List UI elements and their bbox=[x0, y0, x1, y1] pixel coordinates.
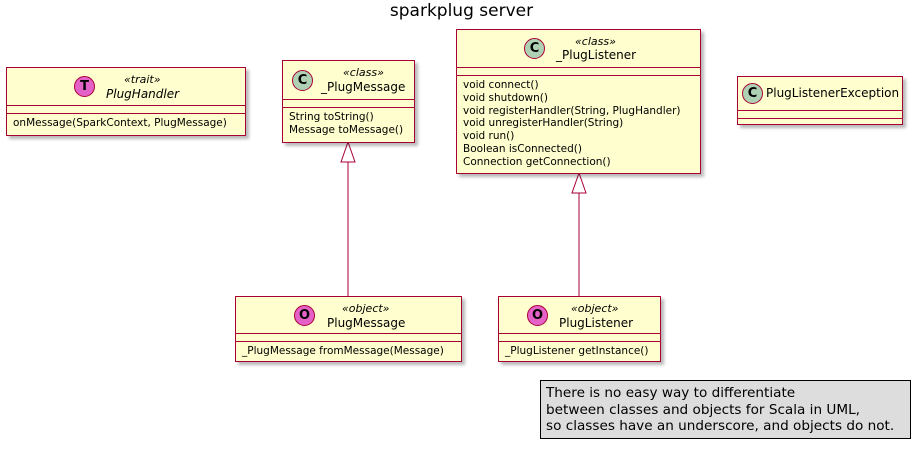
class-icon: C bbox=[292, 70, 313, 91]
methods-compartment: _PlugMessage fromMessage(Message) bbox=[236, 341, 461, 361]
fields-compartment bbox=[738, 110, 902, 118]
fields-compartment bbox=[7, 105, 245, 113]
trait-icon: T bbox=[74, 76, 95, 97]
fields-compartment bbox=[457, 67, 700, 75]
method: Boolean isConnected() bbox=[463, 142, 582, 155]
method: void run() bbox=[463, 130, 515, 143]
note-line: between classes and objects for Scala in… bbox=[546, 401, 860, 418]
method: void connect() bbox=[463, 79, 539, 91]
diagram-note: There is no easy way to differentiate be… bbox=[540, 380, 911, 439]
object-plugmessage[interactable]: O «object» PlugMessage _PlugMessage from… bbox=[235, 296, 462, 362]
class-icon: C bbox=[742, 83, 763, 104]
class-stereotype: «class» bbox=[343, 66, 384, 79]
method: Connection getConnection() bbox=[463, 155, 611, 168]
class-icon: C bbox=[524, 38, 545, 59]
method: _PlugMessage fromMessage(Message) bbox=[242, 345, 444, 357]
method: void shutdown() bbox=[463, 91, 548, 104]
class-stereotype: «object» bbox=[571, 302, 619, 315]
object-pluglistener[interactable]: O «object» PlugListener _PlugListener ge… bbox=[498, 296, 661, 362]
class-plugmessage-impl[interactable]: C «class» _PlugMessage String toString()… bbox=[282, 60, 415, 143]
class-stereotype: «class» bbox=[575, 35, 616, 48]
note-line: so classes have an underscore, and objec… bbox=[546, 418, 895, 434]
extends-arrow-plugmessage bbox=[340, 140, 356, 296]
class-name: _PlugMessage bbox=[321, 80, 406, 94]
fields-compartment bbox=[283, 99, 414, 107]
extends-arrow-pluglistener bbox=[571, 171, 587, 296]
methods-compartment bbox=[738, 118, 902, 126]
diagram-title: sparkplug server bbox=[389, 1, 534, 21]
method: String toString() bbox=[289, 111, 374, 123]
note-line: There is no easy way to differentiate bbox=[546, 385, 796, 401]
class-stereotype: «trait» bbox=[124, 73, 161, 86]
method: void registerHandler(String, PlugHandler… bbox=[463, 104, 681, 117]
object-icon: O bbox=[527, 305, 548, 326]
method: void unregisterHandler(String) bbox=[463, 117, 624, 130]
methods-compartment: _PlugListener getInstance() bbox=[499, 341, 660, 361]
object-icon: O bbox=[294, 305, 315, 326]
class-pluglistener-impl[interactable]: C «class» _PlugListener void connect() v… bbox=[456, 29, 701, 174]
class-name: PlugHandler bbox=[106, 87, 180, 101]
fields-compartment bbox=[499, 333, 660, 341]
class-stereotype: «object» bbox=[342, 302, 390, 315]
fields-compartment bbox=[236, 333, 461, 341]
method: Message toMessage() bbox=[289, 123, 404, 136]
methods-compartment: onMessage(SparkContext, PlugMessage) bbox=[7, 113, 245, 133]
method: _PlugListener getInstance() bbox=[505, 345, 649, 357]
class-name: PlugMessage bbox=[327, 316, 406, 330]
class-name: PlugListenerException bbox=[766, 86, 900, 100]
methods-compartment: String toString() Message toMessage() bbox=[283, 107, 414, 140]
class-name: _PlugListener bbox=[556, 48, 637, 62]
class-name: PlugListener bbox=[559, 316, 634, 330]
methods-compartment: void connect() void shutdown() void regi… bbox=[457, 75, 700, 172]
method: onMessage(SparkContext, PlugMessage) bbox=[13, 117, 227, 129]
class-pluglistenerexception[interactable]: C PlugListenerException bbox=[737, 76, 903, 125]
class-plughandler[interactable]: T «trait» PlugHandler onMessage(SparkCon… bbox=[6, 67, 246, 136]
